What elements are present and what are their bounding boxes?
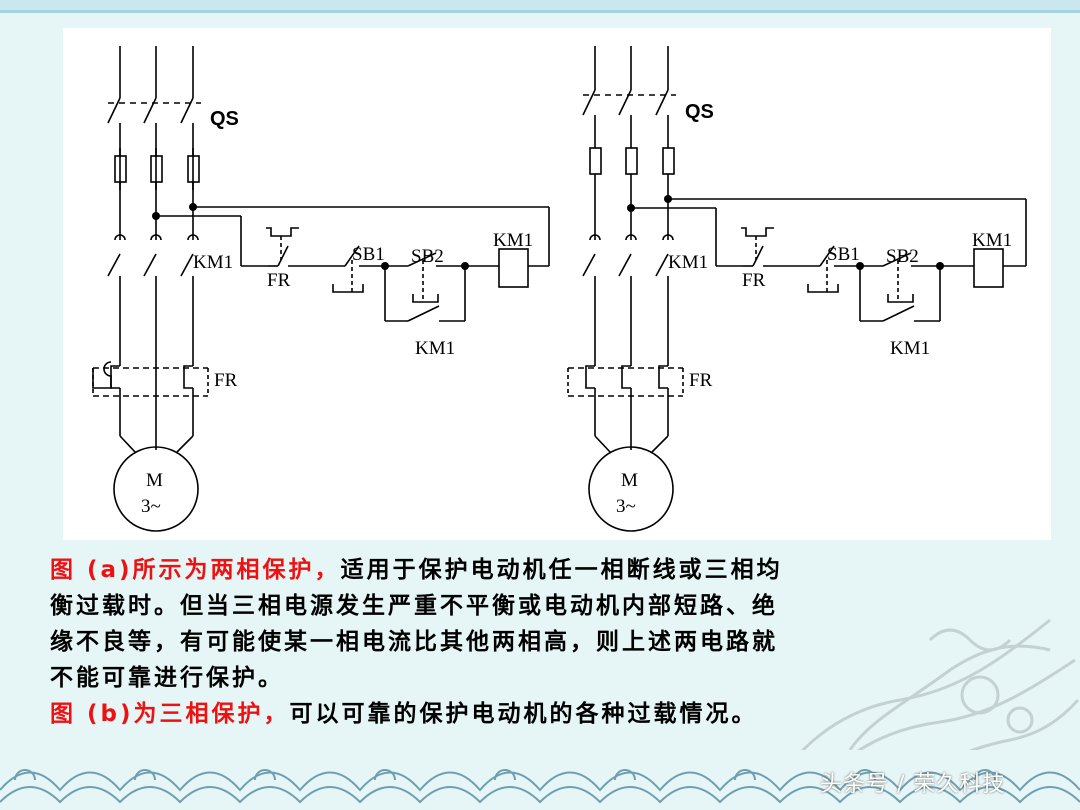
circuit-b: QS KM1 FR SB1 SB2 KM1 KM1 FR M 3~ bbox=[567, 46, 1027, 532]
caption-line-3: 缘不良等，有可能使某一相电流比其他两相高，则上述两电路就 bbox=[50, 629, 778, 655]
label-motor-m-b: M bbox=[621, 470, 638, 491]
label-fr-contact-b: FR bbox=[742, 270, 766, 291]
label-km1-contacts-a: KM1 bbox=[193, 252, 233, 273]
top-bar-accent bbox=[0, 10, 1080, 13]
label-qs-b: QS bbox=[685, 101, 714, 123]
caption-a-text-1: 适用于保护电动机任一相断线或三相均 bbox=[340, 557, 783, 583]
caption-b-highlight: 图 (b)为三相保护， bbox=[50, 701, 290, 727]
label-km1-coil-a: KM1 bbox=[493, 230, 533, 251]
label-fr-heater-b: FR bbox=[689, 370, 713, 391]
caption-a-highlight: 图 (a)所示为两相保护， bbox=[50, 557, 341, 583]
watermark: 头条号 / 荣久科技 bbox=[820, 772, 1006, 797]
label-sb2-a: SB2 bbox=[411, 246, 444, 267]
label-km1-aux-a: KM1 bbox=[415, 338, 455, 359]
caption-line-5: 图 (b)为三相保护，可以可靠的保护电动机的各种过载情况。 bbox=[50, 696, 1050, 732]
label-km1-contacts-b: KM1 bbox=[668, 252, 708, 273]
label-km1-coil-b: KM1 bbox=[972, 230, 1012, 251]
label-sb2-b: SB2 bbox=[886, 246, 919, 267]
label-sb1-a: SB1 bbox=[352, 244, 385, 265]
label-fr-heater-a: FR bbox=[214, 370, 238, 391]
caption-text: 图 (a)所示为两相保护，适用于保护电动机任一相断线或三相均 衡过载时。但当三相… bbox=[50, 552, 1050, 732]
label-sb1-b: SB1 bbox=[827, 244, 860, 265]
wave-border bbox=[0, 750, 1080, 810]
caption-line-4: 不能可靠进行保护。 bbox=[50, 665, 284, 691]
label-motor-phase-b: 3~ bbox=[616, 496, 636, 517]
circuit-diagrams: QS KM1 FR SB1 SB2 KM1 KM1 FR M 3~ bbox=[92, 46, 1027, 532]
label-qs-a: QS bbox=[210, 108, 239, 130]
label-motor-phase-a: 3~ bbox=[141, 496, 161, 517]
label-motor-m-a: M bbox=[146, 470, 163, 491]
label-fr-contact-a: FR bbox=[267, 270, 291, 291]
label-km1-aux-b: KM1 bbox=[890, 338, 930, 359]
top-bar bbox=[0, 0, 1080, 10]
caption-line-1: 图 (a)所示为两相保护，适用于保护电动机任一相断线或三相均 bbox=[50, 552, 1050, 588]
caption-line-2: 衡过载时。但当三相电源发生严重不平衡或电动机内部短路、绝 bbox=[50, 593, 778, 619]
caption-b-text: 可以可靠的保护电动机的各种过载情况。 bbox=[289, 701, 758, 727]
circuit-a bbox=[92, 46, 550, 532]
circuit-diagram-panel: QS KM1 FR SB1 SB2 KM1 KM1 FR M 3~ bbox=[63, 28, 1051, 540]
